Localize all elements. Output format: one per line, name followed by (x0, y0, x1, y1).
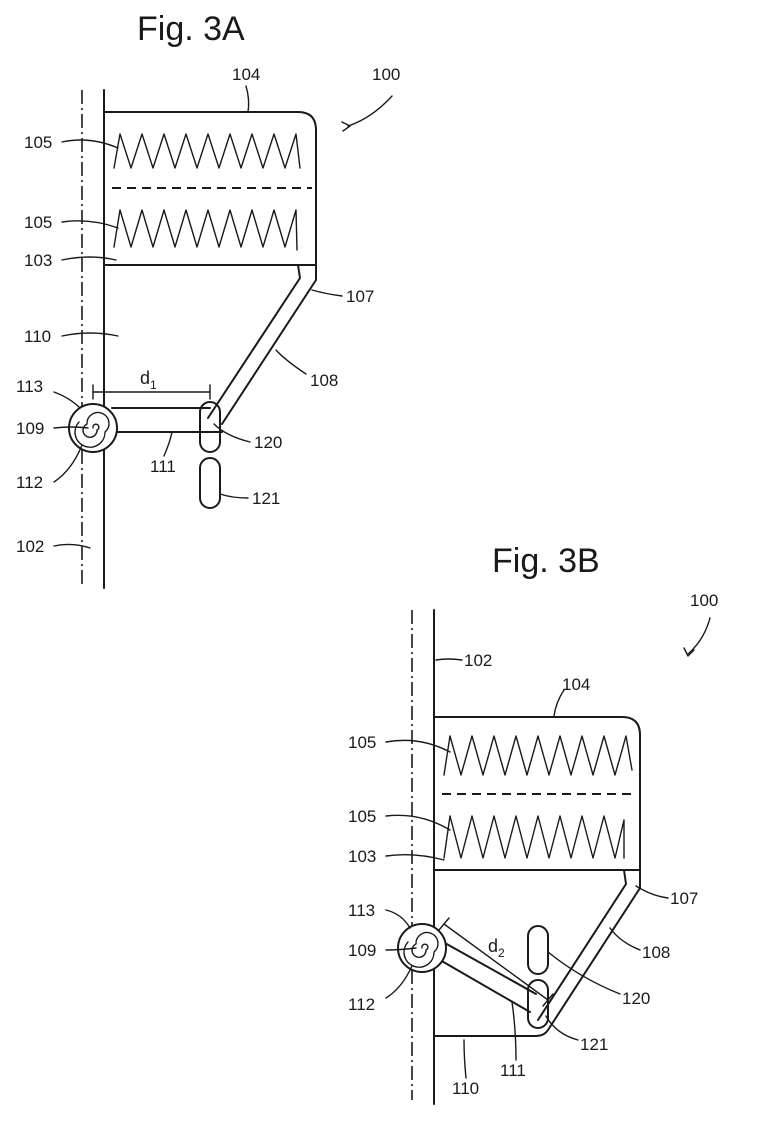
leader-100-arrow (683, 647, 695, 657)
arm-top (435, 937, 537, 995)
slot-upper (199, 401, 221, 453)
leader-100 (347, 95, 393, 127)
label-110: 110 (452, 1079, 479, 1098)
spring-lower (443, 815, 625, 859)
leader-108 (609, 927, 641, 951)
leader-108 (275, 349, 307, 375)
slant-wall-outer (433, 869, 641, 1037)
dimension-tick-right (542, 993, 554, 1007)
label-113: 113 (16, 377, 43, 396)
figure-3a-title: Fig. 3A (137, 10, 245, 48)
leader-121 (219, 493, 249, 499)
leader-104 (245, 85, 250, 113)
label-120: 120 (622, 989, 650, 1008)
label-112: 112 (16, 473, 43, 492)
slant-wall-inner (537, 869, 627, 1021)
label-105-upper: 105 (348, 733, 376, 752)
leader-100-arrow (341, 121, 351, 132)
figure-3b-title: Fig. 3B (492, 542, 600, 580)
label-105-upper: 105 (24, 133, 52, 152)
figure-3a: Fig. 3A d1 (16, 10, 400, 589)
label-100: 100 (690, 591, 718, 610)
leader-105a (61, 139, 119, 149)
leader-102 (53, 543, 91, 549)
label-121: 121 (580, 1035, 608, 1054)
slot-lower (527, 979, 549, 1029)
leader-110 (463, 1039, 467, 1079)
label-113: 113 (348, 901, 375, 920)
leader-120 (547, 951, 621, 995)
label-121: 121 (252, 489, 280, 508)
leader-121 (545, 1015, 579, 1041)
label-109: 109 (348, 941, 376, 960)
label-103: 103 (24, 251, 52, 270)
label-108: 108 (310, 371, 338, 390)
slant-wall-outer (221, 264, 317, 425)
leader-105b (61, 220, 119, 229)
label-111: 111 (500, 1061, 526, 1080)
slot-lower (199, 457, 221, 509)
label-111: 111 (150, 457, 176, 476)
leader-102 (435, 658, 463, 661)
coil-spiral (403, 931, 439, 968)
leader-103 (61, 256, 117, 261)
slot-upper (527, 925, 549, 975)
leader-104 (553, 689, 565, 717)
dimension-d1: d1 (140, 368, 157, 392)
spring-lower (113, 209, 298, 251)
label-103: 103 (348, 847, 376, 866)
label-100: 100 (372, 65, 400, 84)
leader-113 (385, 909, 411, 929)
label-110: 110 (24, 327, 51, 346)
housing-outline (433, 716, 641, 871)
label-120: 120 (254, 433, 282, 452)
dimension-line-d2 (443, 923, 549, 1001)
leader-107 (311, 289, 343, 297)
label-107: 107 (346, 287, 374, 306)
leader-107 (635, 885, 669, 899)
spring-upper (113, 133, 301, 169)
label-104: 104 (562, 675, 590, 694)
leader-120 (213, 423, 251, 443)
label-112: 112 (348, 995, 375, 1014)
leader-105b (385, 814, 451, 831)
spring-upper (443, 735, 633, 776)
leader-113 (53, 391, 81, 409)
arm-bottom (439, 959, 531, 1013)
leader-111 (511, 1001, 517, 1061)
leader-111 (163, 431, 173, 457)
label-107: 107 (670, 889, 698, 908)
leader-109 (53, 426, 89, 429)
figure-3b: Fig. 3B d2 (348, 542, 718, 1105)
dimension-tick-left (438, 917, 450, 931)
dimension-d2: d2 (488, 936, 505, 960)
label-104: 104 (232, 65, 260, 84)
leader-103 (385, 853, 445, 861)
leader-100 (687, 617, 711, 655)
label-105-lower: 105 (24, 213, 52, 232)
leader-112 (53, 444, 83, 483)
coil-spiral (74, 411, 110, 448)
slant-wall-inner (207, 264, 301, 419)
leader-110 (61, 332, 119, 337)
label-108: 108 (642, 943, 670, 962)
label-109: 109 (16, 419, 44, 438)
housing-outline (103, 111, 317, 266)
leader-105a (385, 739, 451, 753)
leader-109 (385, 947, 417, 951)
leader-112 (385, 965, 413, 999)
label-102: 102 (464, 651, 492, 670)
label-102: 102 (16, 537, 44, 556)
label-105-lower: 105 (348, 807, 376, 826)
